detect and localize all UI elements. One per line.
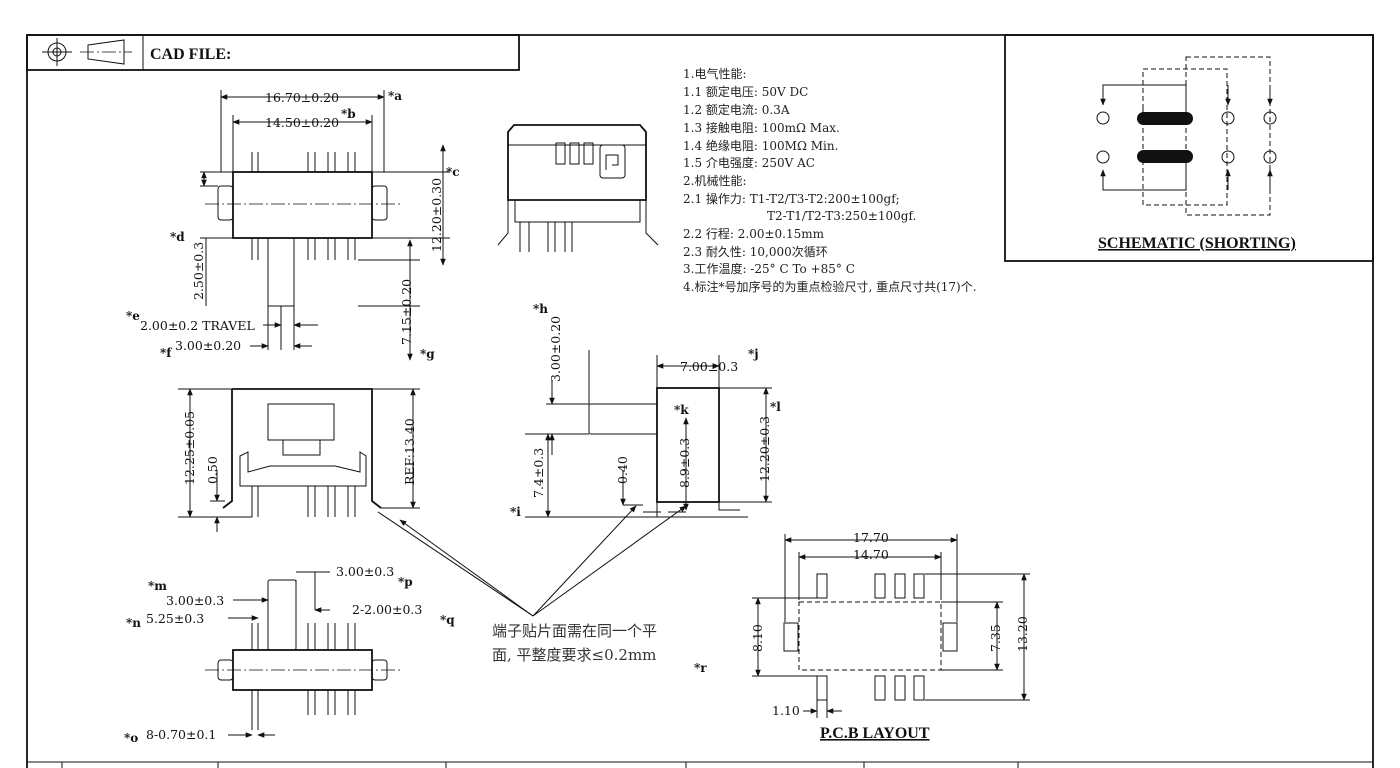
marker-f: *f bbox=[160, 346, 172, 360]
marker-m: *m bbox=[148, 579, 167, 593]
pcb-width-outer: 17.70 bbox=[853, 530, 889, 545]
dim-n-label: 5.25±0.3 bbox=[146, 611, 204, 626]
top-view: 16.70±0.20 *a 14.50±0.20 *b 12.20±0.30 *… bbox=[126, 89, 460, 361]
marker-a: *a bbox=[388, 89, 402, 103]
dim-front-offset: 0.50 bbox=[205, 456, 220, 484]
pcb-title: P.C.B LAYOUT bbox=[820, 725, 930, 742]
front-view: 12.25±0.05 0.50 REF:13.40 bbox=[178, 388, 420, 532]
marker-q: *q bbox=[440, 613, 455, 627]
dim-d-label: 2.50±0.3 bbox=[191, 242, 206, 300]
marker-c: *c bbox=[446, 165, 460, 179]
marker-b: *b bbox=[341, 107, 356, 121]
pcb-layout: 17.70 14.70 13.20 7.35 8.10 1.10 P.C.B L… bbox=[750, 530, 1030, 742]
pcb-height-inner: 8.10 bbox=[750, 624, 765, 652]
dim-k-label: 8.9±0.3 bbox=[677, 438, 692, 488]
spec-line: 1.3 接触电阻: 100mΩ Max. bbox=[683, 120, 840, 135]
marker-n: *n bbox=[126, 616, 141, 630]
marker-p: *p bbox=[398, 575, 413, 589]
marker-e: *e bbox=[126, 309, 140, 323]
pcb-height-outer: 13.20 bbox=[1015, 616, 1030, 652]
dim-side-040: 0.40 bbox=[615, 456, 630, 484]
pcb-pad-width: 1.10 bbox=[772, 703, 800, 718]
spec-line: 1.4 绝缘电阻: 100MΩ Min. bbox=[683, 138, 838, 153]
dim-j-label: 7.00±0.3 bbox=[680, 359, 738, 374]
spec-line: 4.标注*号加序号的为重点检验尺寸, 重点尺寸共(17)个. bbox=[683, 279, 977, 294]
spec-line: 2.1 操作力: T1-T2/T3-T2:200±100gf; bbox=[683, 191, 900, 206]
dim-front-ref: REF:13.40 bbox=[402, 418, 417, 485]
dim-a-label: 16.70±0.20 bbox=[265, 90, 339, 105]
schematic-title: SCHEMATIC (SHORTING) bbox=[1098, 235, 1296, 252]
dim-p-label: 3.00±0.3 bbox=[336, 564, 394, 579]
specification-notes: 1.电气性能: 1.1 额定电压: 50V DC 1.2 额定电流: 0.3A … bbox=[683, 66, 977, 294]
pcb-height-mid: 7.35 bbox=[988, 624, 1003, 652]
marker-i: *i bbox=[510, 505, 521, 519]
dim-q-label: 2-2.00±0.3 bbox=[352, 602, 422, 617]
marker-j: *j bbox=[748, 347, 759, 361]
dim-m-label: 3.00±0.3 bbox=[166, 593, 224, 608]
note-line-1: 端子贴片面需在同一个平 bbox=[492, 622, 657, 640]
cad-file-label: CAD FILE: bbox=[150, 46, 231, 63]
projection-symbol-icon bbox=[42, 38, 132, 66]
schematic-panel: SCHEMATIC (SHORTING) bbox=[1004, 34, 1374, 262]
dim-f-label: 3.00±0.20 bbox=[175, 338, 241, 353]
spec-line: 2.3 耐久性: 10,000次循环 bbox=[683, 245, 828, 259]
dim-e-label: 2.00±0.2 TRAVEL bbox=[140, 318, 255, 333]
spec-line: 2.机械性能: bbox=[683, 173, 747, 188]
pcb-width-inner: 14.70 bbox=[853, 547, 889, 562]
isometric-view bbox=[497, 124, 659, 252]
spec-line: 1.1 额定电压: 50V DC bbox=[683, 84, 808, 99]
marker-o: *o bbox=[124, 731, 138, 745]
marker-d: *d bbox=[170, 230, 185, 244]
bottom-view: *m 3.00±0.3 *n 5.25±0.3 3.00±0.3 *p 2-2.… bbox=[124, 564, 455, 745]
note-line-2: 面, 平整度要求≤0.2mm bbox=[492, 646, 656, 664]
spec-line: 1.5 介电强度: 250V AC bbox=[683, 155, 815, 170]
marker-l: *l bbox=[770, 400, 781, 414]
dim-l-label: 12.20±0.3 bbox=[757, 416, 772, 482]
dim-h-label: 3.00±0.20 bbox=[548, 316, 563, 382]
dim-i-label: 7.4±0.3 bbox=[531, 448, 546, 498]
marker-k: *k bbox=[674, 403, 689, 417]
dim-b-label: 14.50±0.20 bbox=[265, 115, 339, 130]
marker-h: *h bbox=[533, 302, 548, 316]
dim-g-label: 7.15±0.20 bbox=[399, 279, 414, 345]
spec-line: 3.工作温度: -25° C To +85° C bbox=[683, 261, 855, 276]
side-view: *h 3.00±0.20 7.00±0.3 *j *k 8.9±0.3 *l 1… bbox=[510, 302, 781, 519]
dim-c-label: 12.20±0.30 bbox=[429, 178, 444, 252]
spec-line: 1.电气性能: bbox=[683, 66, 747, 81]
spec-line: 2.2 行程: 2.00±0.15mm bbox=[683, 226, 825, 241]
dim-front-height: 12.25±0.05 bbox=[182, 411, 197, 485]
spec-line: T2-T1/T2-T3:250±100gf. bbox=[767, 209, 916, 223]
dim-o-label: 8-0.70±0.1 bbox=[146, 727, 216, 742]
flatness-note: 端子贴片面需在同一个平 面, 平整度要求≤0.2mm *r bbox=[377, 505, 707, 675]
marker-g: *g bbox=[420, 347, 435, 361]
marker-r: *r bbox=[694, 661, 707, 675]
spec-line: 1.2 额定电流: 0.3A bbox=[683, 102, 790, 117]
cad-title-block: CAD FILE: bbox=[26, 34, 520, 71]
